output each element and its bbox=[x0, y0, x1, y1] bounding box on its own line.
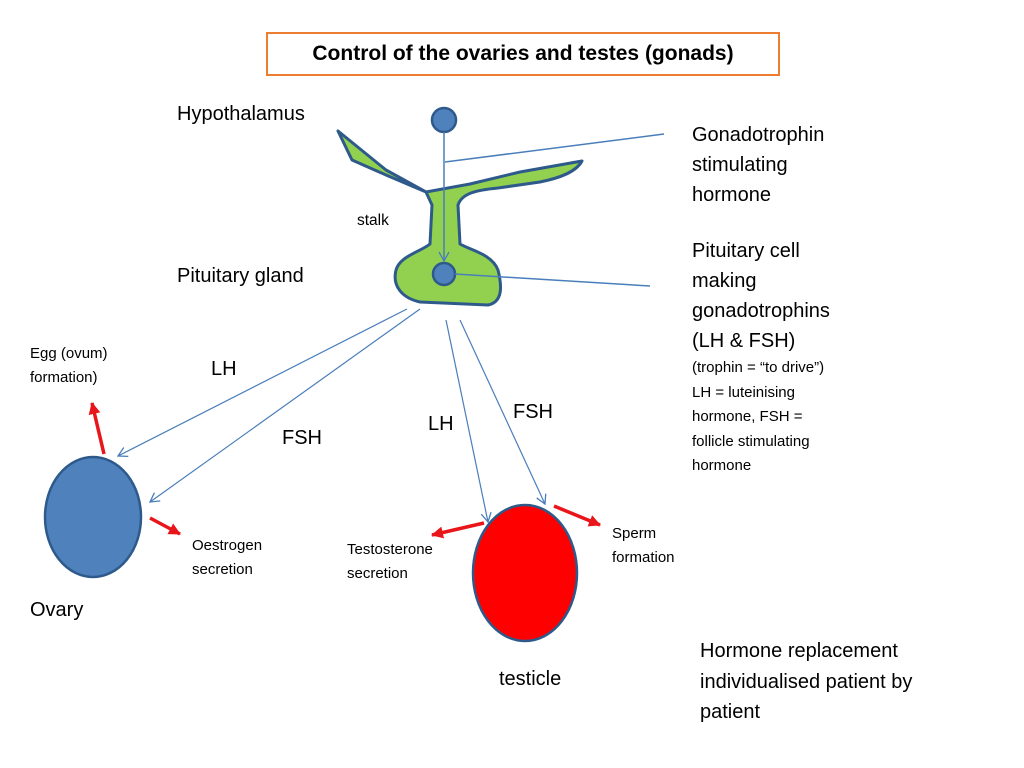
pituitary-cell-callout-line bbox=[454, 273, 651, 287]
pituitary-cell-label-line: making bbox=[692, 270, 757, 292]
gnrh-label-line: Gonadotrophin bbox=[692, 124, 825, 146]
ovary-label: Ovary bbox=[30, 599, 84, 621]
gnrh-label-line: stimulating bbox=[692, 154, 788, 176]
hypothalamus-label: Hypothalamus bbox=[177, 103, 305, 125]
explanation-line: follicle stimulating bbox=[692, 432, 810, 450]
hormone-replacement-line: patient bbox=[700, 701, 761, 723]
fsh-label-ovary: FSH bbox=[282, 427, 322, 449]
pituitary-cell-label-line: gonadotrophins bbox=[692, 300, 830, 322]
oestrogen-label-line: Oestrogen bbox=[192, 537, 263, 554]
pituitary-cell-label-line: (LH & FSH) bbox=[692, 330, 796, 352]
pituitary-gland-shape bbox=[336, 129, 584, 307]
fsh-arrow-ovary bbox=[148, 308, 421, 503]
explanation-line: hormone bbox=[692, 457, 752, 474]
egg-formation-label: Egg (ovum) formation) bbox=[30, 342, 108, 390]
oestrogen-label: Oestrogen secretion bbox=[192, 534, 262, 582]
hormone-replacement-line: Hormone replacement bbox=[700, 640, 898, 662]
testosterone-label: Testosterone secretion bbox=[347, 538, 433, 586]
lh-arrow-testicle bbox=[445, 319, 492, 524]
hormone-replacement-line: individualised patient by bbox=[700, 670, 913, 693]
egg-formation-label-line: Egg (ovum) bbox=[30, 345, 108, 362]
lh-label-ovary: LH bbox=[211, 358, 237, 380]
pituitary-cell-label: Pituitary cell making gonadotrophins (LH… bbox=[692, 236, 830, 479]
testosterone-label-line: Testosterone bbox=[347, 541, 433, 558]
fsh-label-testicle: FSH bbox=[513, 401, 553, 423]
hypothalamus-neuron bbox=[430, 106, 458, 134]
egg-formation-label-line: formation) bbox=[30, 369, 98, 386]
explanation-line: (trophin = “to drive”) bbox=[692, 359, 825, 376]
oestrogen-arrow bbox=[149, 516, 181, 536]
sperm-label-line: formation bbox=[612, 549, 675, 566]
sperm-label-line: Sperm bbox=[612, 525, 657, 542]
slide-title: Control of the ovaries and testes (gonad… bbox=[312, 42, 734, 65]
explanation-line: LH = luteinising bbox=[692, 383, 795, 401]
testosterone-label-line: secretion bbox=[347, 565, 408, 582]
pituitary-gland-label: Pituitary gland bbox=[177, 265, 304, 287]
title-box: Control of the ovaries and testes (gonad… bbox=[266, 32, 780, 76]
fsh-arrow-testicle bbox=[459, 319, 547, 506]
hormone-replacement-note: Hormone replacement individualised patie… bbox=[700, 636, 912, 728]
pituitary-cell bbox=[431, 261, 457, 287]
sperm-label: Sperm formation bbox=[612, 522, 675, 570]
stalk-label: stalk bbox=[357, 212, 389, 229]
gnrh-callout-line bbox=[444, 133, 665, 163]
ovary-shape bbox=[43, 455, 143, 579]
lh-label-testicle: LH bbox=[428, 413, 454, 435]
testicle-label: testicle bbox=[499, 668, 562, 690]
oestrogen-label-line: secretion bbox=[192, 561, 253, 578]
testosterone-arrow bbox=[431, 521, 485, 539]
egg-formation-arrow bbox=[88, 402, 106, 455]
testicle-shape bbox=[471, 503, 579, 643]
pituitary-cell-label-line: Pituitary cell bbox=[692, 240, 800, 262]
explanation-line: hormone, FSH = bbox=[692, 408, 803, 425]
gnrh-label-line: hormone bbox=[692, 184, 771, 206]
gnrh-label: Gonadotrophin stimulating hormone bbox=[692, 120, 824, 210]
lh-arrow-ovary bbox=[116, 308, 408, 458]
sperm-arrow bbox=[553, 504, 601, 527]
